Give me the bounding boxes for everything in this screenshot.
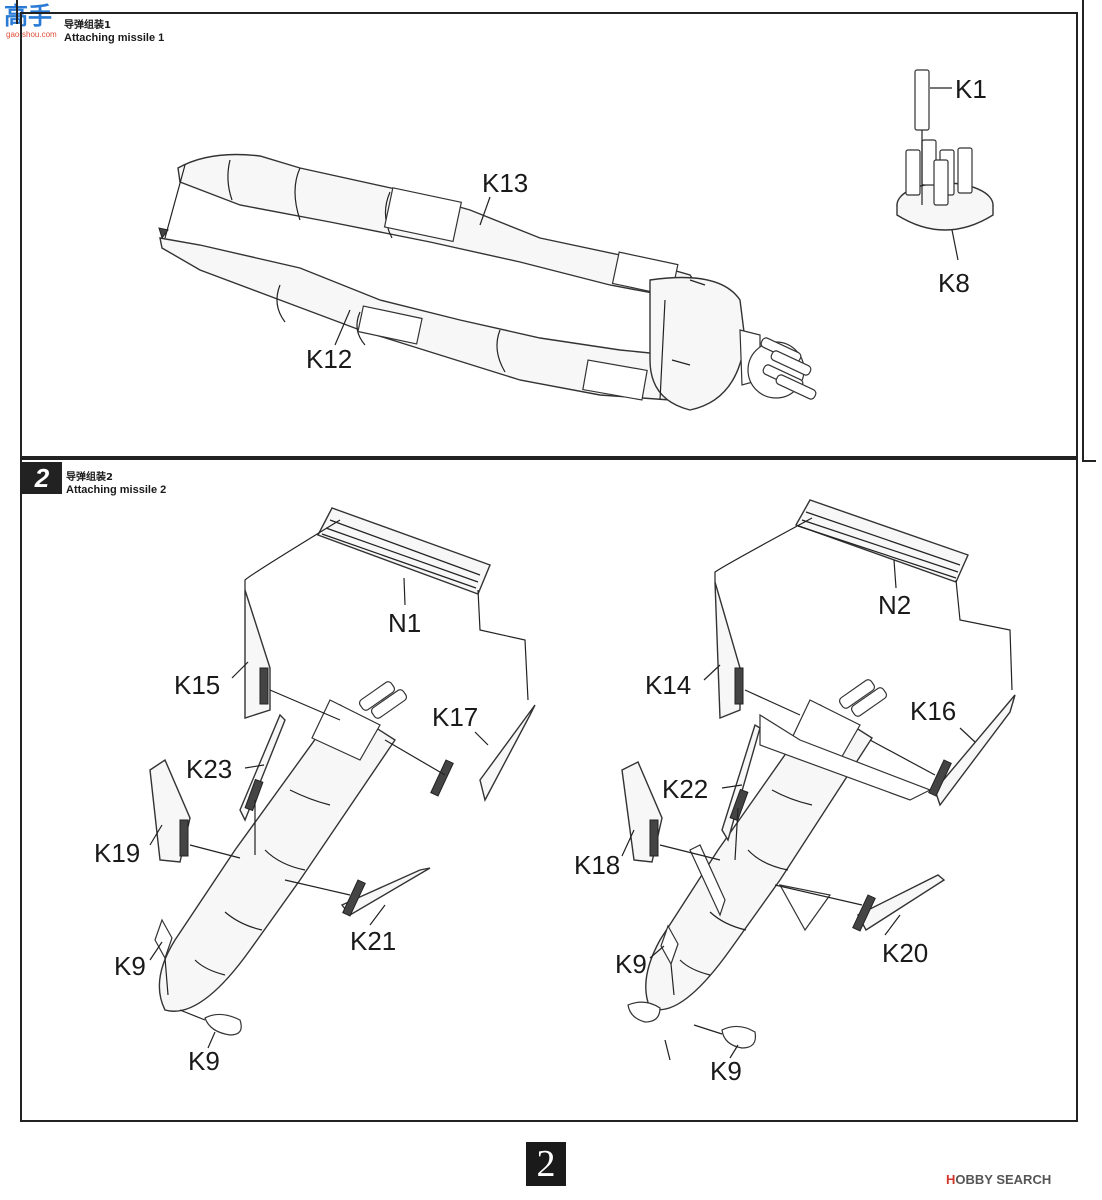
step-1-panel	[20, 12, 1078, 458]
part-n2	[794, 499, 969, 583]
label-k19: K19	[94, 838, 140, 868]
label-k22: K22	[662, 774, 708, 804]
missile-step1	[158, 153, 817, 411]
left-nozzles	[358, 681, 408, 719]
step-2-title-cn: 导弹组装2	[66, 472, 113, 483]
label-k17: K17	[432, 702, 478, 732]
step-2-badge: 2	[22, 462, 62, 494]
label-k14: K14	[645, 670, 691, 700]
label-k1: K1	[955, 74, 987, 104]
label-k20: K20	[882, 938, 928, 968]
step-2-title-en: Attaching missile 2	[66, 484, 167, 496]
label-k15: K15	[174, 670, 220, 700]
label-n2: N2	[878, 590, 911, 620]
part-n1	[317, 507, 491, 595]
step-1-title-en: Attaching missile 1	[64, 32, 165, 44]
page-number: 2	[526, 1142, 566, 1186]
nozzle-assembly-k1-k8	[896, 69, 994, 261]
page-edge-tab	[1082, 0, 1096, 462]
right-nozzles	[838, 679, 888, 717]
label-k9-left-top: K9	[114, 951, 146, 981]
fin-k16	[934, 694, 1016, 807]
site-logo-subtext: gao-shou.com	[6, 30, 57, 39]
label-k23: K23	[186, 754, 232, 784]
label-k18: K18	[574, 850, 620, 880]
label-k21: K21	[350, 926, 396, 956]
label-k9-left-bottom: K9	[188, 1046, 220, 1076]
label-k9-right-bottom: K9	[710, 1056, 742, 1086]
label-k16: K16	[910, 696, 956, 726]
site-watermark: HOBBY SEARCH	[946, 1172, 1051, 1187]
page-edge-mark	[16, 0, 18, 24]
step-1-title-cn: 导弹组装1	[64, 20, 111, 31]
fin-k22	[721, 723, 761, 842]
label-k12: K12	[306, 344, 352, 374]
missile-step2-left	[149, 507, 536, 1036]
site-watermark-brand: OBBY SEARCH	[955, 1172, 1052, 1187]
step-2-panel	[20, 458, 1078, 1122]
label-k8: K8	[938, 268, 970, 298]
missile-nozzle-cluster	[747, 337, 817, 400]
fin-k14	[714, 581, 741, 720]
label-k9-right-top: K9	[615, 949, 647, 979]
label-k13: K13	[482, 168, 528, 198]
fin-k17	[479, 704, 536, 802]
site-watermark-prefix: H	[946, 1172, 956, 1187]
label-n1: N1	[388, 608, 421, 638]
site-logo: 高手	[4, 2, 52, 30]
missile-step2-right	[621, 499, 1016, 1061]
